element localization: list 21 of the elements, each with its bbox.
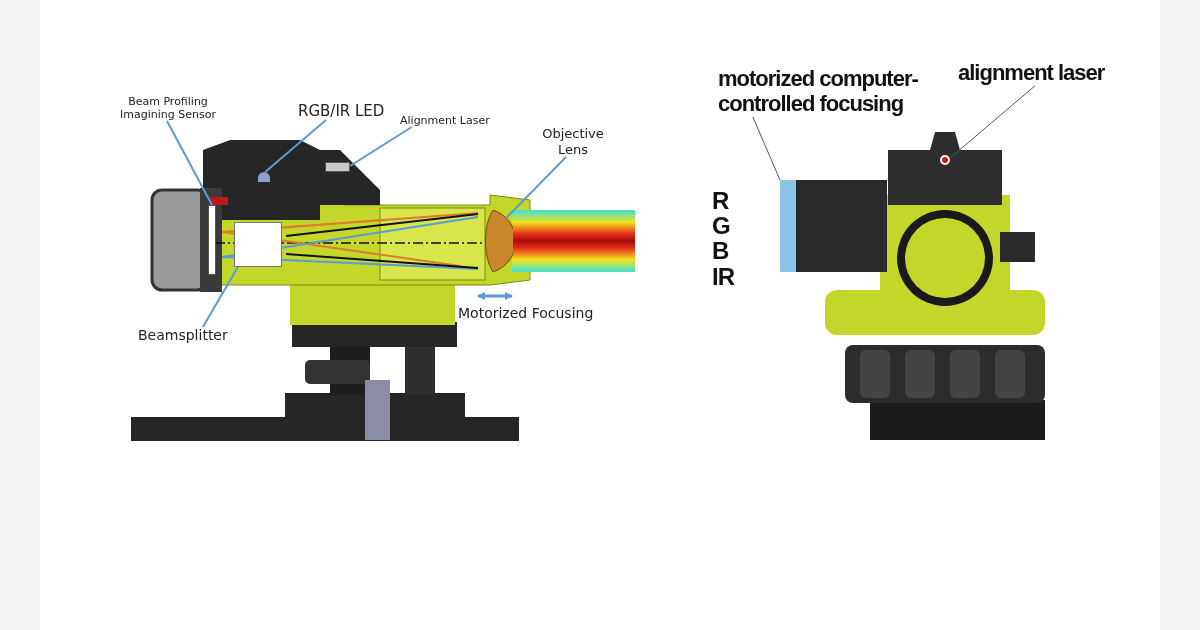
leader-line: [264, 119, 327, 173]
image-sensor: [208, 205, 216, 275]
part-label: Beamsplitter: [138, 327, 248, 344]
part-label: motorized computer-controlled focusing: [718, 66, 923, 117]
part-label: Beam Profiling Imagining Sensor: [118, 95, 218, 122]
part-label: Alignment Laser: [400, 114, 490, 128]
leader-line: [349, 126, 413, 167]
motion-label: Motorized Focusing: [458, 305, 595, 322]
channel-list: R G B IR: [712, 188, 740, 289]
leader-line: [752, 116, 781, 181]
part-label: alignment laser: [958, 60, 1118, 87]
laser-aperture: [940, 155, 950, 165]
laser-module: [325, 162, 350, 172]
part-label: Objective Lens: [538, 126, 608, 158]
part-label: RGB/IR LED: [298, 102, 398, 120]
objective-lens: [483, 210, 513, 272]
led: [258, 172, 270, 182]
beamsplitter-cube: [234, 222, 282, 267]
focus-motor: [780, 180, 796, 272]
leader-line: [201, 266, 239, 328]
leader-line: [166, 120, 213, 206]
